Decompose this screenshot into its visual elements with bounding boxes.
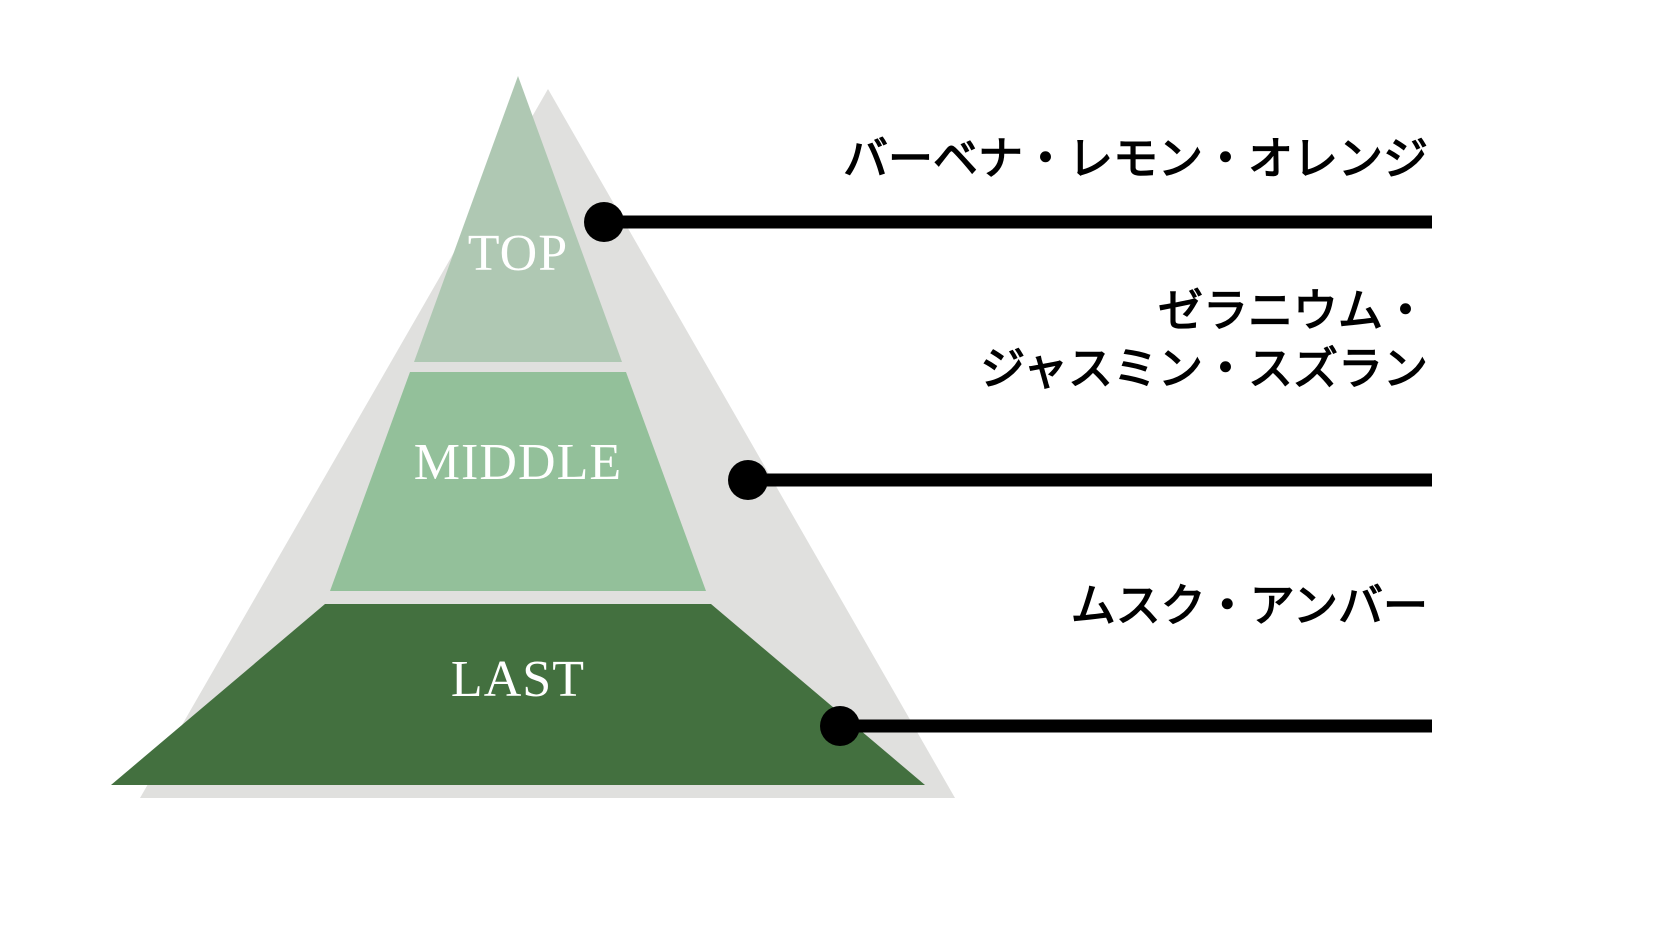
note-label-middle-line-1: ゼラニウム・ [1157, 284, 1428, 337]
note-label-middle: ゼラニウム・ ジャスミン・スズラン [980, 282, 1428, 397]
connector-dot-middle [728, 460, 768, 500]
note-label-last-line-1: ムスク・アンバー [1070, 579, 1428, 632]
connector-dot-last [820, 706, 860, 746]
note-label-middle-line-2: ジャスミン・スズラン [980, 341, 1428, 395]
note-label-top-line-1: バーベナ・レモン・オレンジ [842, 132, 1428, 185]
note-label-top: バーベナ・レモン・オレンジ [843, 130, 1428, 188]
connector-dot-top [584, 202, 624, 242]
pyramid-band-label-last: LAST [450, 651, 586, 708]
pyramid-band-last [111, 604, 925, 785]
pyramid-band-top [414, 76, 622, 362]
pyramid-band-middle [330, 372, 706, 591]
pyramid-band-label-middle: MIDDLE [413, 434, 623, 491]
note-label-last: ムスク・アンバー [1071, 577, 1428, 635]
pyramid-band-label-top: TOP [467, 225, 569, 282]
